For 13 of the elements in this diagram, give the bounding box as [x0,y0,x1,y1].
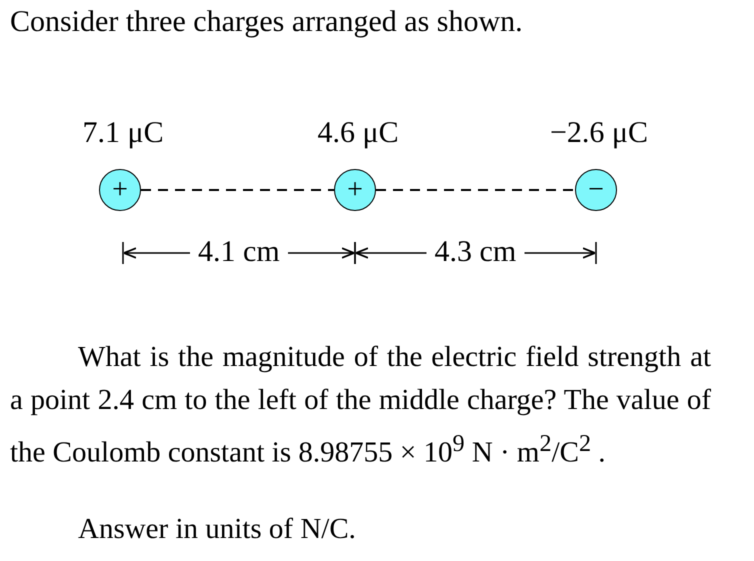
charge-label: 4.6 μC [318,118,399,148]
charge-circle: + [334,169,376,211]
charge-circle: − [575,169,617,211]
question-text: Answer in units of N/C. [77,512,357,547]
question-text: What is the magnitude of the electric field strength at a point 2.4 cm to the left of the middle charge? The value of the Coulomb constant is 8.98755 × 10$^{9}$ N · m$^{2}$/C$^{2}$ . [10,340,711,471]
charge-label: −2.6 μC [550,118,648,148]
dashed-line [376,189,575,191]
dimension-label: 4.3 cm [434,237,516,267]
charge-circle: + [99,169,141,211]
dimension-label: 4.1 cm [198,237,280,267]
dashed-line [141,189,334,191]
title-text: Consider three charges arranged as shown. [10,7,523,37]
charge-label: 7.1 μC [82,118,164,148]
